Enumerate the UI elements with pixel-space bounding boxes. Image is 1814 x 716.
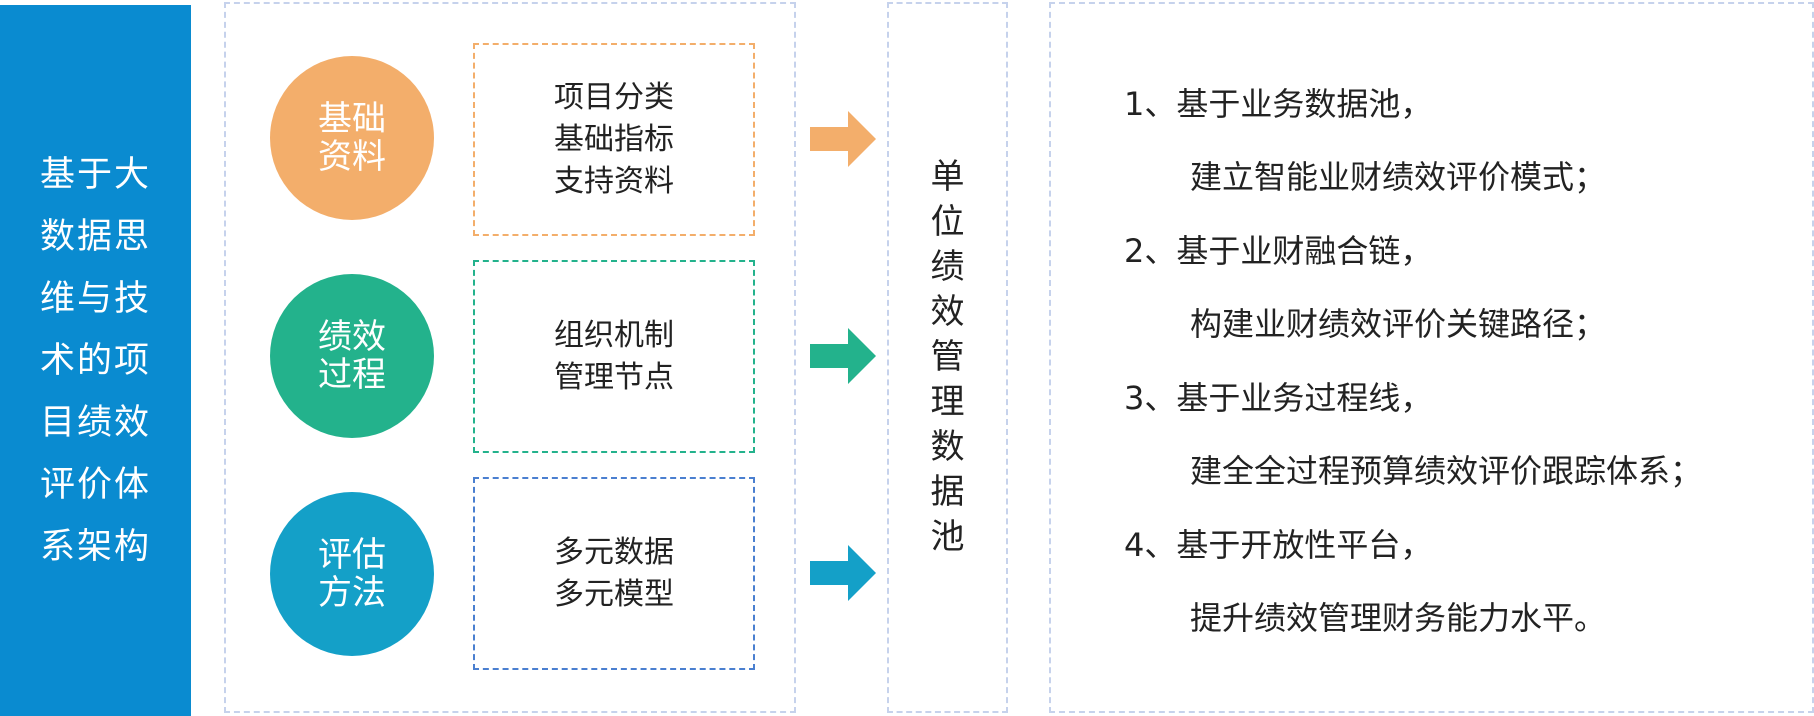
circle-performance-process: 绩效过程 — [270, 274, 434, 438]
point-3-body: 建全全过程预算绩效评价跟踪体系； — [1190, 452, 1703, 490]
point-4-head: 4、基于开放性平台， — [1124, 526, 1433, 564]
data-pool-title: 单位绩效管理数据池 — [930, 157, 965, 557]
circle-basic-data: 基础资料 — [270, 56, 434, 220]
box-text: 项目分类基础指标支持资料 — [554, 79, 674, 199]
left-title-bar: 基于大数据思维与技术的项目绩效评价体系架构 — [0, 5, 191, 716]
outcomes-panel — [1049, 2, 1814, 713]
box-performance-process: 组织机制管理节点 — [473, 260, 755, 453]
point-1-body: 建立智能业财绩效评价模式； — [1190, 158, 1607, 196]
point-3-head: 3、基于业务过程线， — [1124, 379, 1433, 417]
arrow-right-icon — [810, 111, 876, 167]
data-pool-panel: 单位绩效管理数据池 — [887, 2, 1008, 713]
box-basic-data: 项目分类基础指标支持资料 — [473, 43, 755, 236]
point-4-body: 提升绩效管理财务能力水平。 — [1190, 599, 1607, 637]
circle-label: 绩效过程 — [318, 317, 386, 395]
point-2-head: 2、基于业财融合链， — [1124, 232, 1433, 270]
left-title: 基于大数据思维与技术的项目绩效评价体系架构 — [39, 154, 151, 567]
arrow-right-icon — [810, 328, 876, 384]
point-1-head: 1、基于业务数据池， — [1124, 85, 1433, 123]
box-text: 多元数据多元模型 — [554, 534, 674, 612]
box-evaluation-method: 多元数据多元模型 — [473, 477, 755, 670]
inputs-panel — [224, 2, 796, 713]
circle-evaluation-method: 评估方法 — [270, 492, 434, 656]
circle-label: 基础资料 — [318, 99, 386, 177]
point-2-body: 构建业财绩效评价关键路径； — [1190, 305, 1607, 343]
box-text: 组织机制管理节点 — [554, 317, 674, 395]
arrow-right-icon — [810, 545, 876, 601]
circle-label: 评估方法 — [318, 535, 386, 613]
